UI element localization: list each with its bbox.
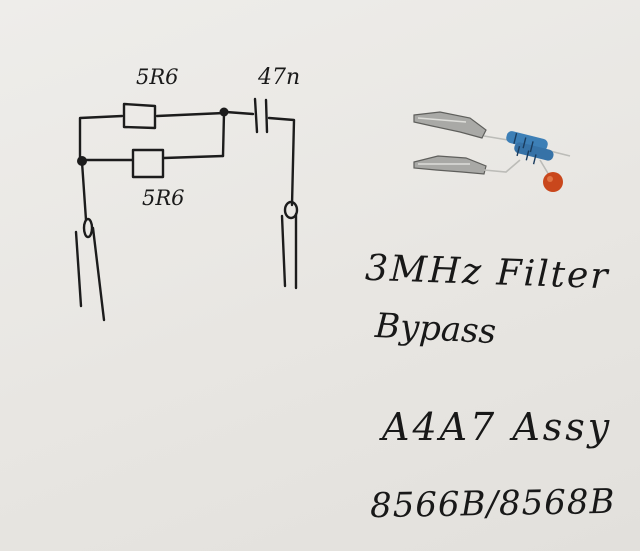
wire-capacitor-right: [267, 116, 296, 207]
wire-top-left: [78, 114, 124, 162]
clip-upper: [413, 111, 487, 139]
resistor-bottom-label: 5R6: [142, 186, 185, 210]
clip-lower: [413, 155, 487, 175]
capacitor-plate-left: [253, 97, 259, 134]
resistor-upper-part: [506, 131, 548, 151]
wire-left-down: [80, 160, 88, 222]
note-assembly: A4A7 Assy: [382, 405, 613, 449]
capacitor-label: 47n: [257, 65, 300, 90]
resistor-top-label: 5R6: [136, 65, 179, 89]
note-title: 3MHz Filter: [364, 247, 611, 298]
junction-dot-left: [77, 156, 87, 166]
junction-dot-right: [219, 107, 229, 117]
capacitor-part: [543, 172, 563, 192]
wire-bottom-right: [162, 154, 225, 160]
terminal-right-end: [283, 200, 299, 220]
wire-top-right: [155, 111, 226, 118]
terminal-right-shield: [280, 214, 287, 288]
terminal-left-core: [91, 226, 106, 322]
capacitor-plate-right: [264, 98, 269, 134]
wire-junction-vertical: [221, 111, 226, 158]
note-model: 8566B/8568B: [369, 481, 616, 527]
terminal-left-end: [82, 217, 94, 239]
terminal-left-shield: [74, 230, 83, 308]
resistor-bottom: [131, 148, 165, 179]
note-subtitle: Bypass: [374, 305, 498, 353]
wire-to-capacitor: [224, 110, 255, 116]
resistor-top: [122, 102, 157, 130]
clip-assembly-photo: [413, 111, 571, 192]
